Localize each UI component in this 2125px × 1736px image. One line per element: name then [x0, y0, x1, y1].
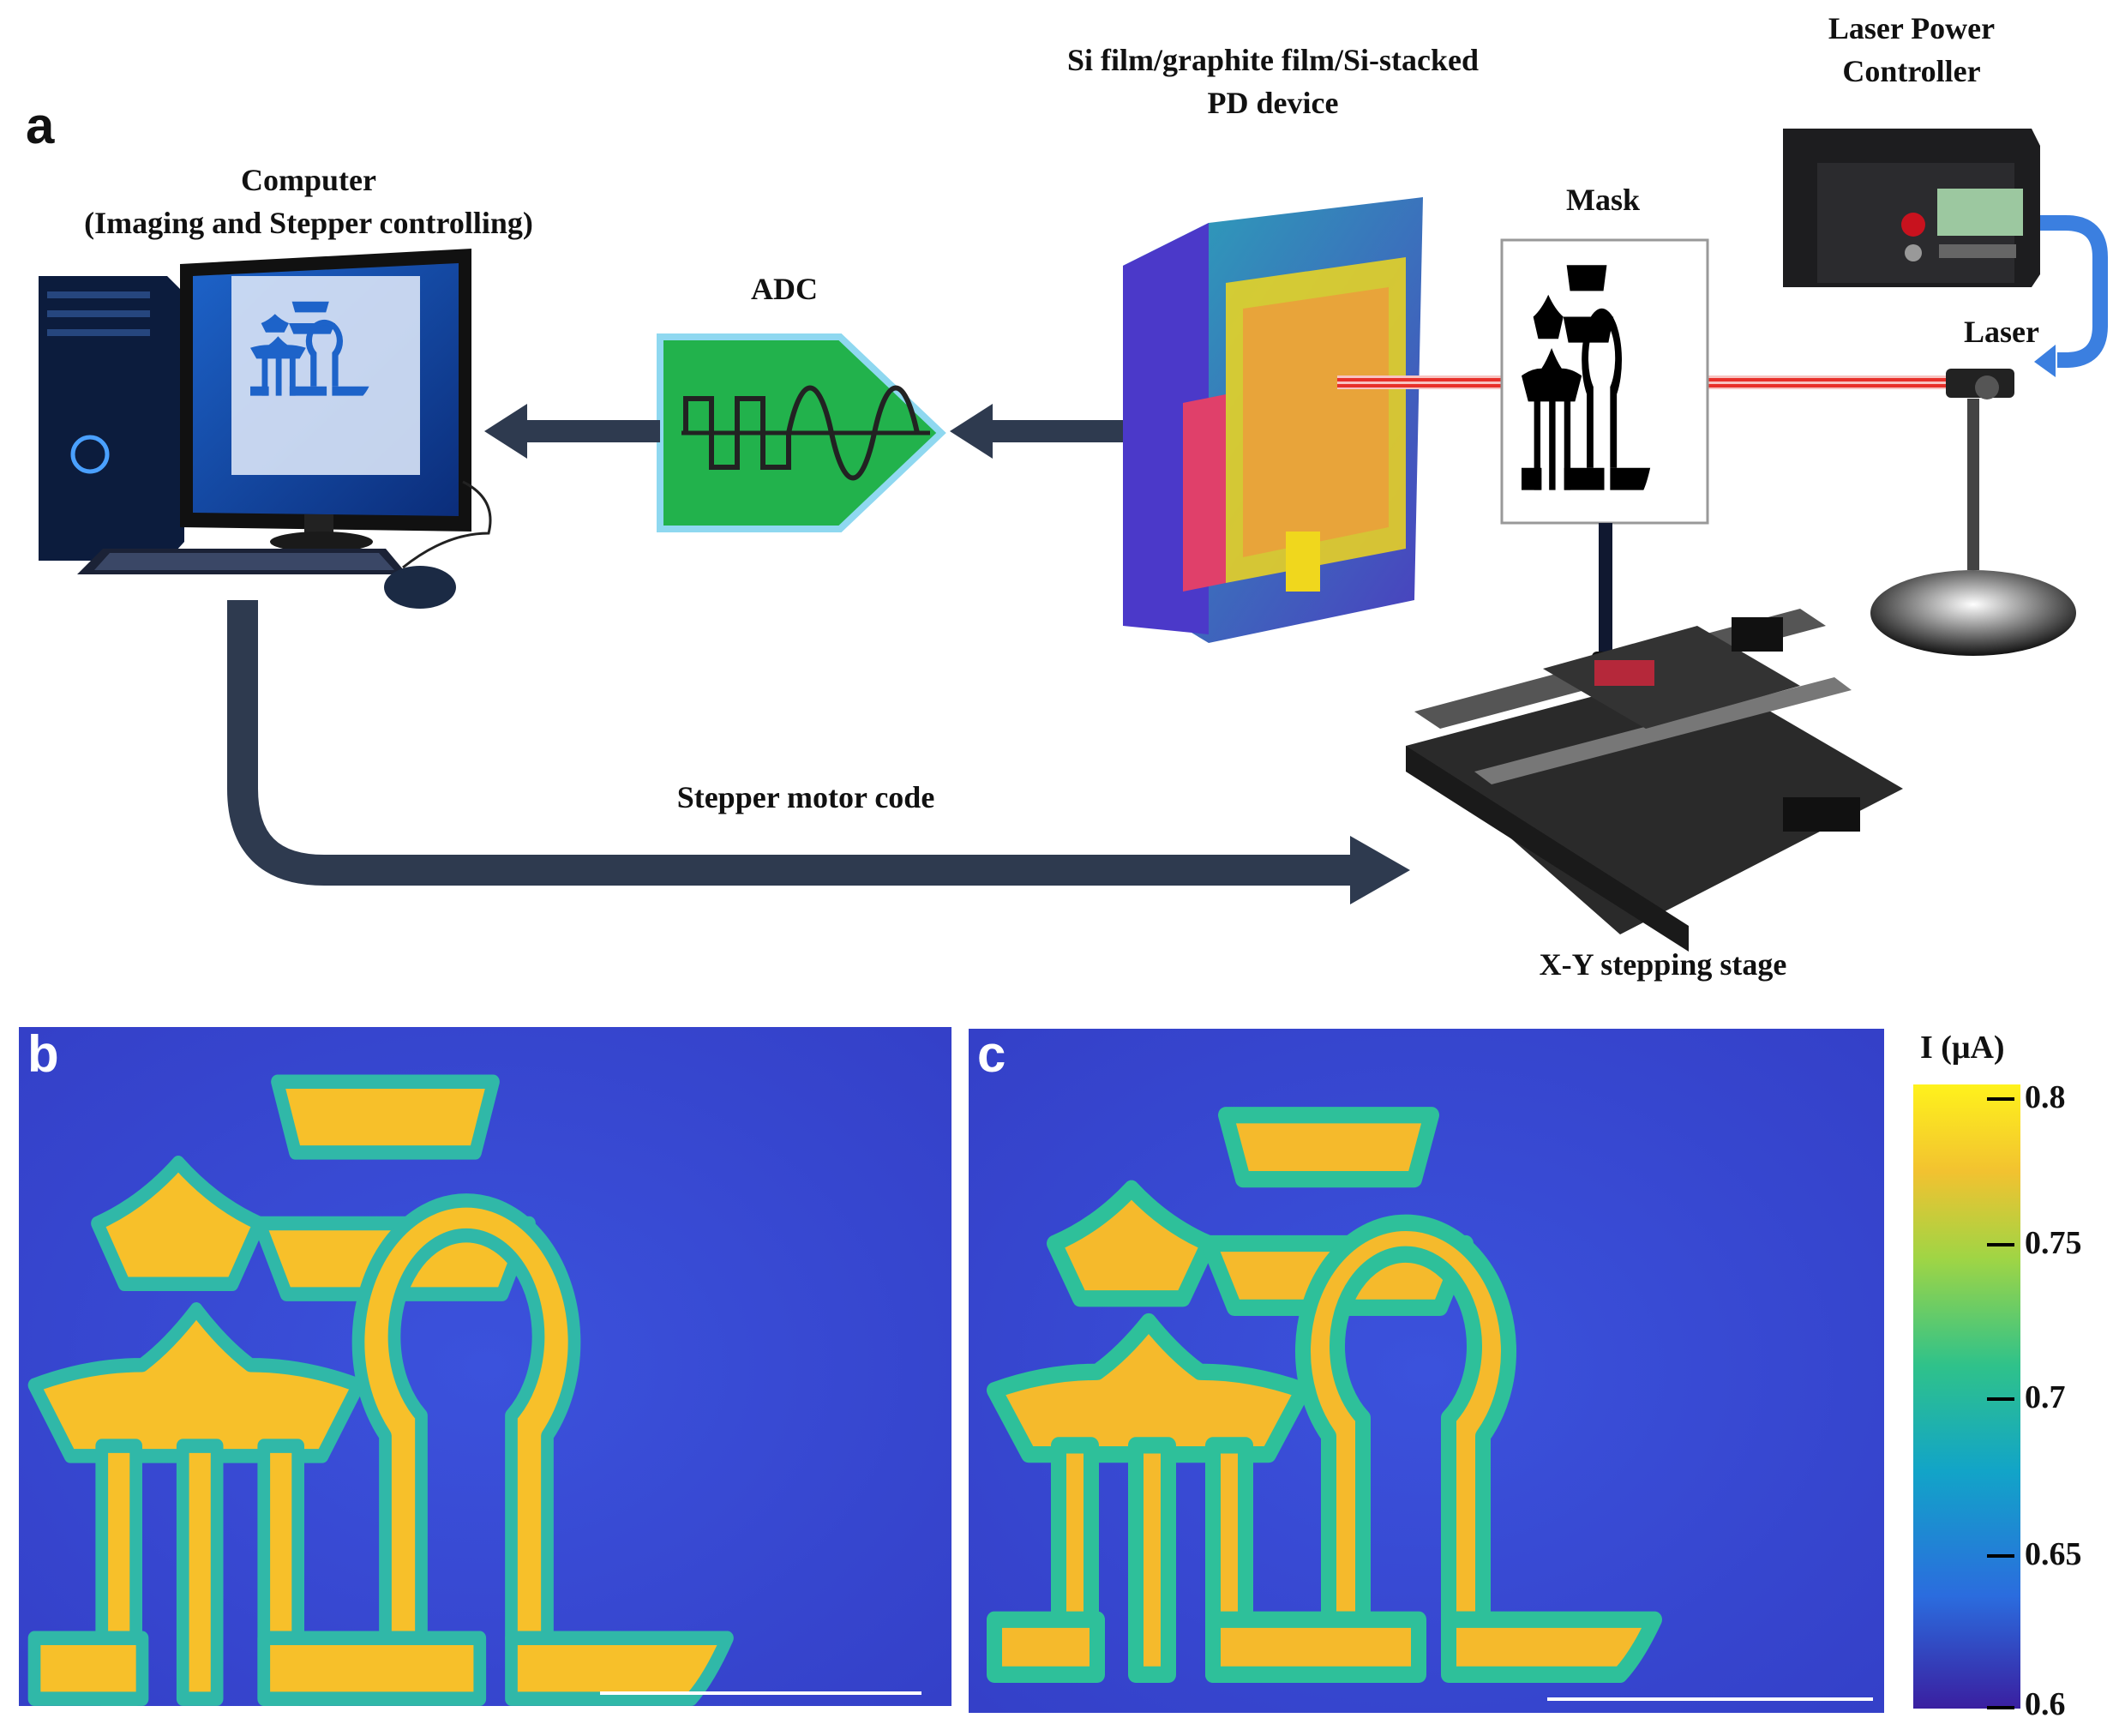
laser-power-line1: Laser Power — [1828, 11, 1996, 45]
colorbar-title: I (μA) — [1920, 1030, 2005, 1066]
laser-icon — [1870, 369, 2076, 656]
scale-bar — [600, 1691, 921, 1695]
adc-label: ADC — [751, 272, 818, 306]
colorbar-tick: 0.65 — [2025, 1536, 2082, 1572]
pd-device-icon — [1123, 197, 1423, 643]
colorbar-tick: 0.6 — [2025, 1686, 2066, 1722]
laser-power-controller-label: Laser Power Controller — [1783, 7, 2040, 93]
device-label-line1: Si film/graphite film/Si-stacked — [1067, 43, 1479, 77]
panel-label-b: b — [27, 1025, 59, 1083]
scale-bar — [1547, 1697, 1873, 1701]
laser-label: Laser — [1964, 315, 2039, 349]
xy-stage-icon — [1406, 609, 1903, 952]
computer-icon — [39, 249, 492, 609]
mask-label: Mask — [1565, 183, 1640, 217]
panel-label-a: a — [26, 97, 55, 154]
stage-label: X-Y stepping stage — [1539, 947, 1787, 982]
computer-subtitle: (Imaging and Stepper controlling) — [84, 206, 533, 241]
panel-a — [39, 129, 2108, 952]
colorbar-tick: 0.75 — [2025, 1225, 2082, 1261]
device-label: Si film/graphite film/Si-stacked PD devi… — [1007, 39, 1539, 125]
device-label-line2: PD device — [1207, 86, 1339, 121]
signal-arrow-to-computer — [484, 404, 660, 459]
colorbar — [1913, 1084, 2020, 1709]
signal-arrow-to-adc — [950, 404, 1123, 459]
computer-title: Computer — [241, 163, 376, 197]
adc-icon — [657, 333, 946, 532]
colorbar-tick: 0.8 — [2025, 1079, 2066, 1115]
laser-power-line2: Controller — [1842, 54, 1981, 89]
laser-power-controller-icon — [1783, 129, 2108, 377]
stepper-code-arrow — [227, 600, 1410, 904]
current-map-c — [969, 1029, 1884, 1713]
computer-label: Computer (Imaging and Stepper controllin… — [34, 159, 583, 245]
colorbar-tick: 0.7 — [2025, 1379, 2066, 1415]
mask-icon — [1500, 238, 1709, 694]
stepper-code-label: Stepper motor code — [676, 780, 935, 814]
panel-label-c: c — [977, 1025, 1006, 1083]
current-map-b — [19, 1027, 951, 1706]
